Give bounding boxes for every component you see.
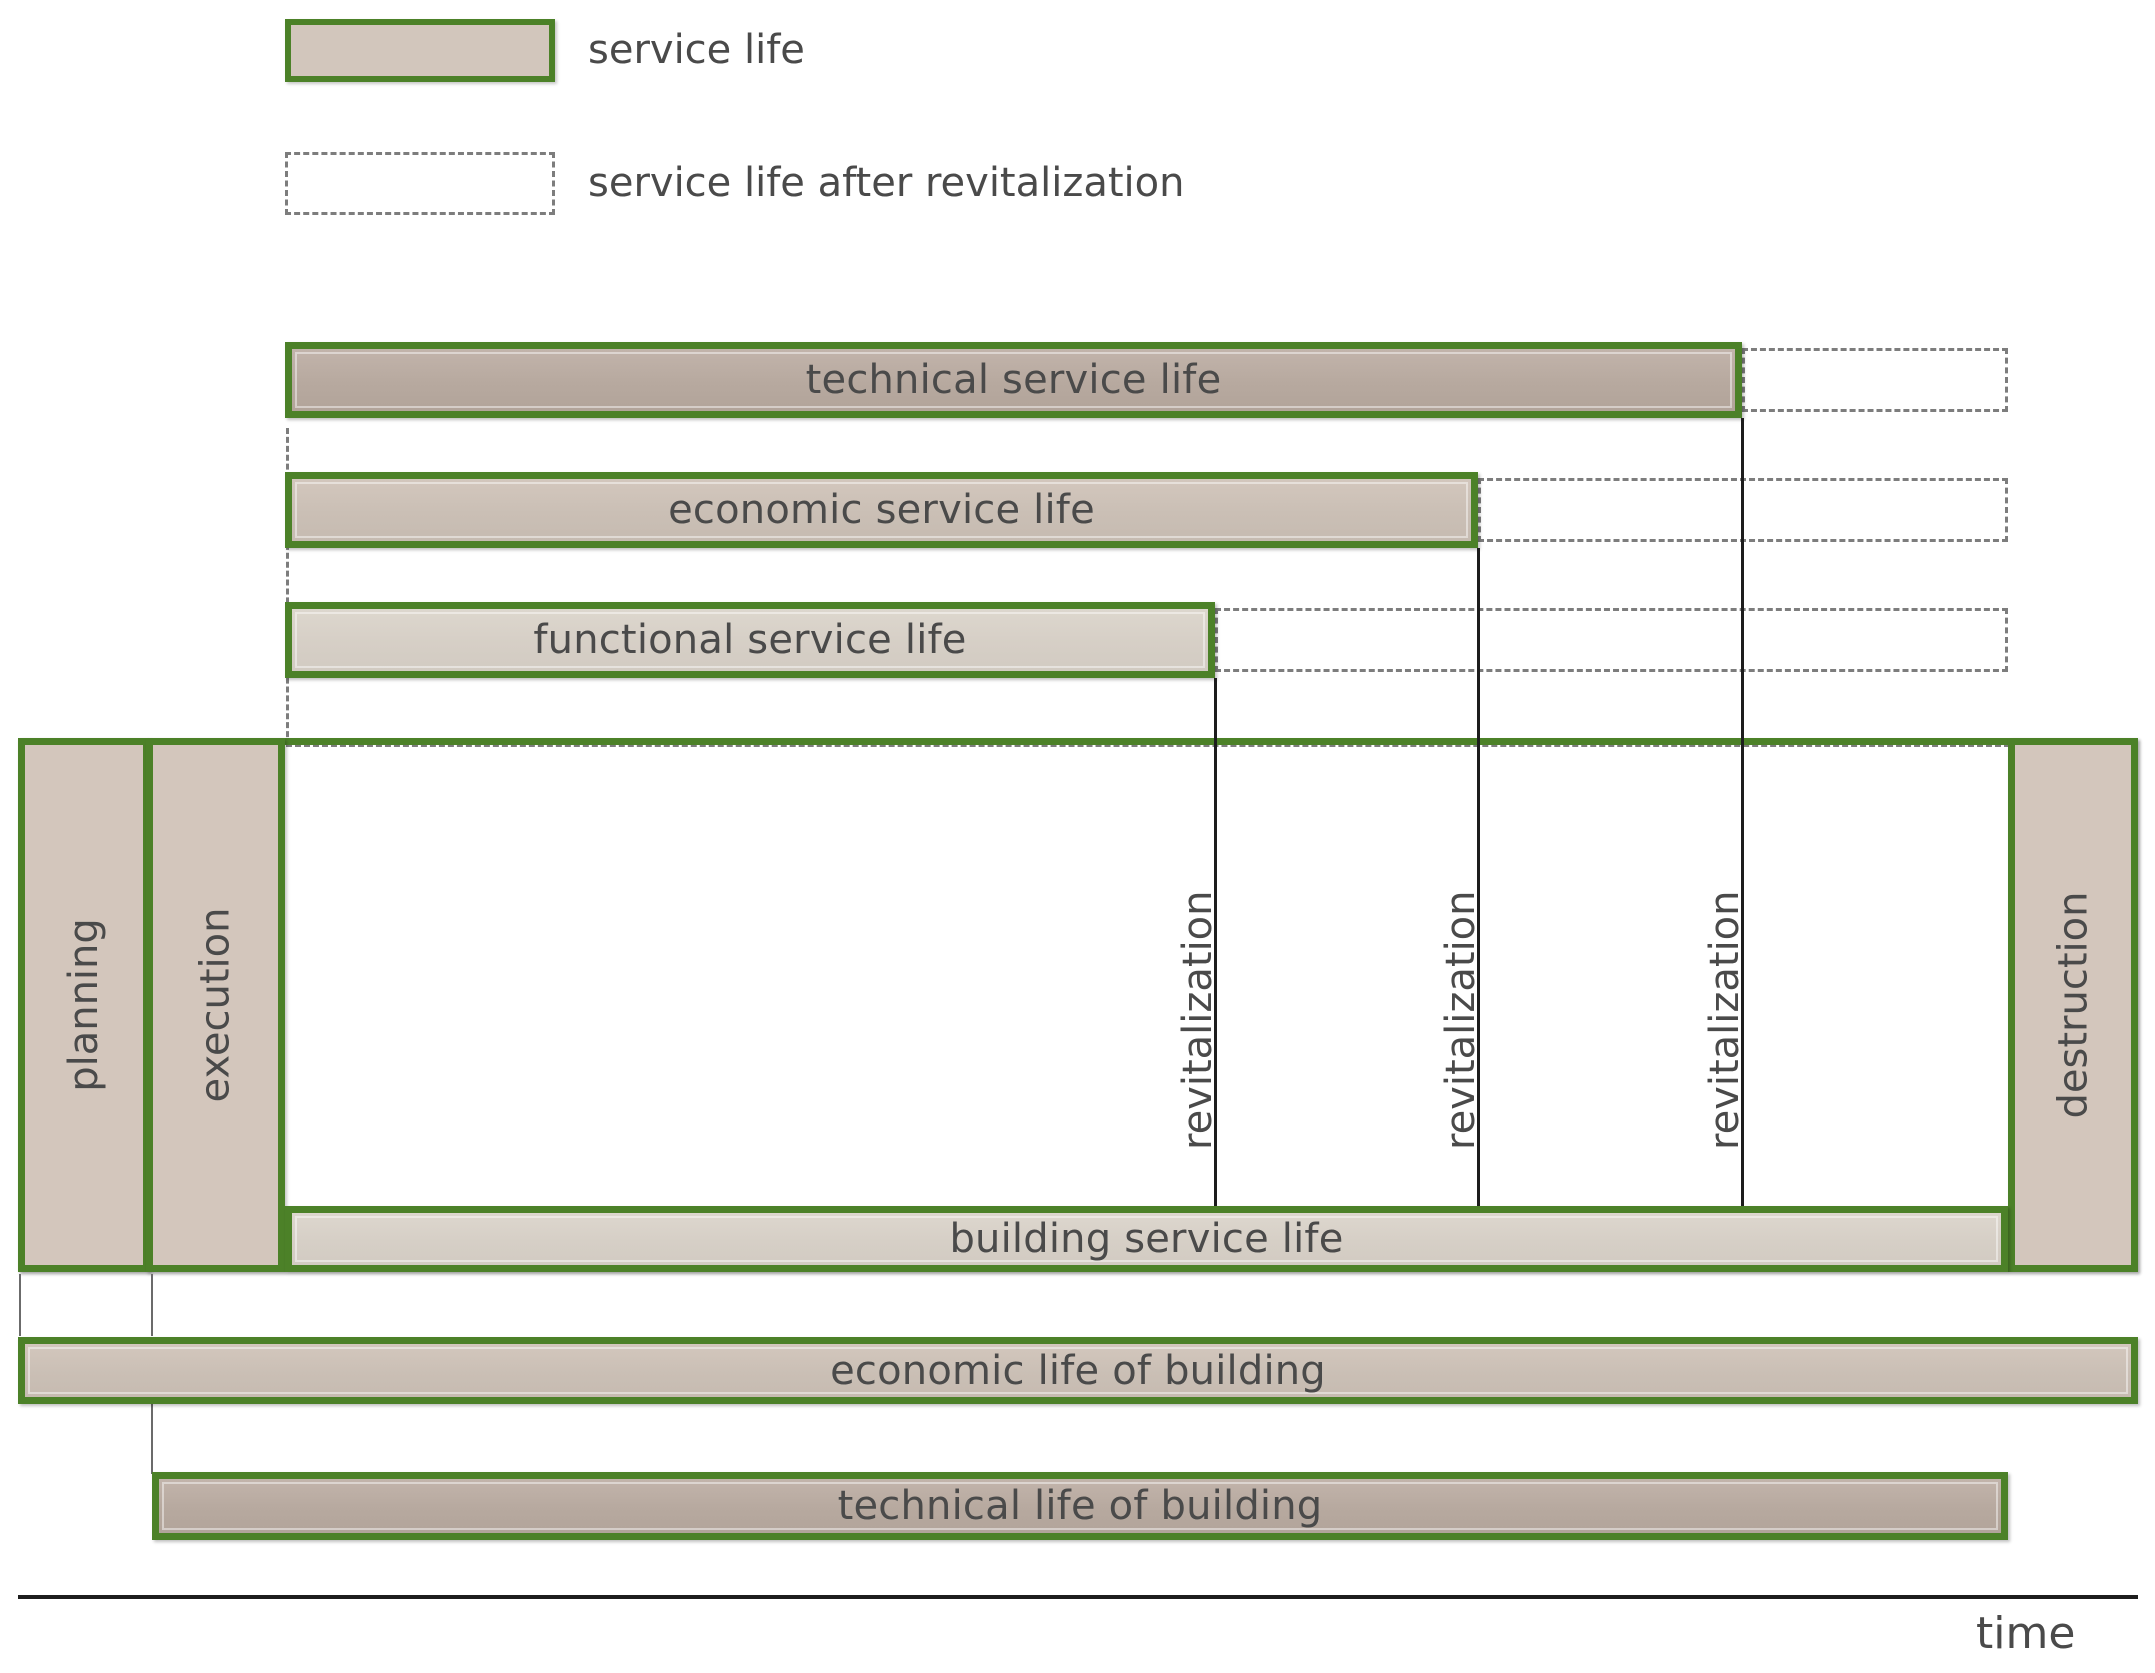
bar-economic-life-of-building: economic life of building — [18, 1337, 2138, 1404]
dashed-extension-technical-service-life — [1742, 348, 2008, 412]
revitalization-line-2 — [1477, 548, 1480, 1208]
phase-label-planning: planning — [61, 918, 108, 1092]
phase-label-execution: execution — [192, 907, 239, 1103]
connector-execution-start — [151, 1274, 153, 1336]
dashed-start-connector — [286, 428, 289, 746]
phase-label-destruction: destruction — [2050, 891, 2096, 1119]
legend-label-service-life-after-revitalization: service life after revitalization — [588, 160, 1185, 206]
bar-label-technical-service-life: technical service life — [805, 357, 1222, 403]
bar-label-technical-life-of-building: technical life of building — [837, 1483, 1323, 1529]
revitalization-line-3 — [1741, 418, 1744, 1208]
phase-box-destruction: destruction — [2008, 738, 2138, 1272]
revitalization-label-3: revitalization — [1702, 890, 1748, 1150]
phase-box-planning: planning — [18, 738, 150, 1272]
revitalization-line-1 — [1214, 678, 1217, 1208]
connector-planning-start — [19, 1274, 21, 1336]
bar-technical-life-of-building: technical life of building — [152, 1472, 2008, 1540]
dashed-extension-functional-service-life — [1215, 608, 2008, 672]
bar-label-building-service-life: building service life — [949, 1216, 1344, 1262]
bar-label-economic-life-of-building: economic life of building — [830, 1347, 1326, 1394]
bar-building-service-life: building service life — [285, 1206, 2008, 1272]
bar-technical-service-life: technical service life — [285, 342, 1742, 418]
dashed-lifetime-top-line — [286, 744, 2010, 747]
bar-functional-service-life: functional service life — [285, 602, 1215, 678]
revitalization-label-1: revitalization — [1175, 890, 1221, 1150]
bar-label-economic-service-life: economic service life — [668, 487, 1095, 533]
time-axis-label: time — [1976, 1608, 2076, 1659]
phase-box-execution: execution — [146, 738, 285, 1272]
time-axis-line — [18, 1595, 2138, 1599]
bar-label-functional-service-life: functional service life — [533, 617, 967, 663]
revitalization-label-2: revitalization — [1438, 890, 1484, 1150]
legend-swatch-service-life — [285, 19, 555, 82]
lifecycle-frame — [18, 738, 2138, 1272]
connector-execution-to-technical-life — [151, 1404, 153, 1474]
legend-label-service-life: service life — [588, 27, 805, 73]
bar-economic-service-life: economic service life — [285, 472, 1478, 548]
legend-swatch-service-life-after-revitalization — [285, 152, 555, 215]
